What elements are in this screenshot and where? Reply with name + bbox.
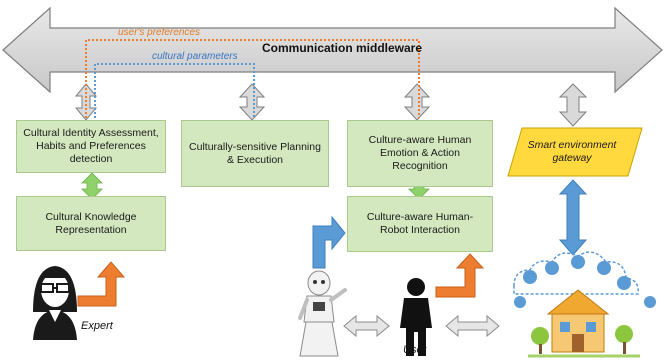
cultural-knowledge-text: Cultural Knowledge Representation bbox=[45, 210, 137, 236]
expert-icon bbox=[33, 266, 77, 340]
users-preferences-label: user's preferences bbox=[118, 27, 200, 38]
cultural-parameters-label: cultural parameters bbox=[152, 51, 238, 62]
connector-arrow-planning bbox=[238, 83, 266, 121]
robot-user-arrow bbox=[343, 314, 390, 338]
users-preferences-line bbox=[85, 39, 420, 118]
connector-arrow-emotion bbox=[403, 83, 431, 121]
robot-to-hri-arrow bbox=[312, 215, 346, 269]
smart-home-icon bbox=[513, 251, 656, 358]
cultural-identity-text: Cultural Identity Assessment, Habits and… bbox=[23, 127, 159, 165]
user-icon bbox=[400, 278, 432, 356]
cultural-knowledge-box: Cultural Knowledge Representation bbox=[16, 196, 166, 251]
middleware-arrow bbox=[2, 6, 663, 94]
user-home-arrow bbox=[445, 314, 500, 338]
planning-box: Culturally-sensitive Planning & Executio… bbox=[181, 120, 329, 187]
planning-text: Culturally-sensitive Planning & Executio… bbox=[189, 140, 321, 166]
expert-label: Expert bbox=[81, 320, 113, 332]
expert-to-knowledge-arrow bbox=[77, 261, 126, 307]
user-label: User bbox=[403, 344, 427, 356]
emotion-recognition-text: Culture-aware Human Emotion & Action Rec… bbox=[368, 134, 472, 172]
emotion-recognition-box: Culture-aware Human Emotion & Action Rec… bbox=[347, 120, 493, 187]
hri-text: Culture-aware Human-Robot Interaction bbox=[366, 211, 474, 236]
connector-arrow-gateway bbox=[558, 83, 588, 127]
robot-icon bbox=[298, 270, 347, 357]
gateway-shape bbox=[507, 127, 643, 177]
hri-box: Culture-aware Human-Robot Interaction bbox=[347, 196, 493, 252]
user-to-hri-arrow bbox=[435, 253, 485, 298]
cultural-identity-box: Cultural Identity Assessment, Habits and… bbox=[16, 120, 166, 173]
gateway-home-arrow bbox=[558, 179, 588, 256]
middleware-label: Communication middleware bbox=[262, 41, 423, 55]
cultural-parameters-line bbox=[94, 63, 255, 118]
gateway-text: Smart environment gateway bbox=[527, 139, 617, 164]
